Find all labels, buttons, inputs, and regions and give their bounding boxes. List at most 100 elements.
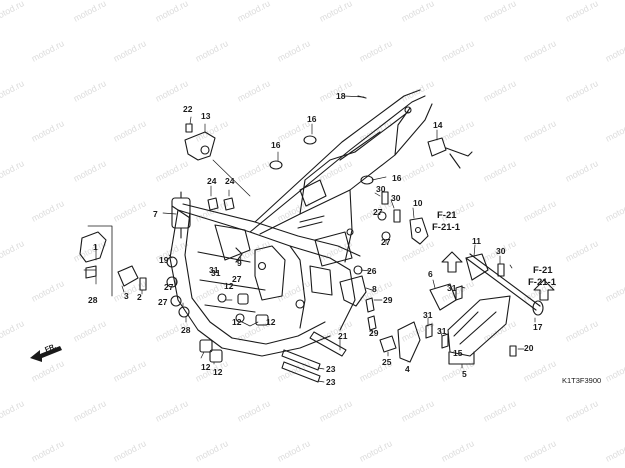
callout-31: 31 bbox=[209, 265, 219, 275]
callout-9: 9 bbox=[237, 258, 242, 268]
callout-7: 7 bbox=[153, 209, 158, 219]
callout-31: 31 bbox=[423, 310, 433, 320]
callout-12: 12 bbox=[232, 317, 242, 327]
callout-2: 2 bbox=[137, 292, 142, 302]
callout-30: 30 bbox=[496, 246, 506, 256]
callout-30: 30 bbox=[391, 193, 401, 203]
bolt-9 bbox=[235, 247, 243, 263]
callout-4: 4 bbox=[405, 364, 410, 374]
callout-16: 16 bbox=[392, 173, 402, 183]
callout-24: 24 bbox=[225, 176, 235, 186]
bracket-10 bbox=[409, 217, 429, 245]
cover-plate-15 bbox=[447, 295, 511, 357]
leader-lines bbox=[83, 95, 536, 383]
front-label: FR. bbox=[44, 343, 57, 354]
callout-16: 16 bbox=[271, 140, 281, 150]
bolt-23-b bbox=[281, 361, 321, 383]
ref-block-left-line2: F-21-1 bbox=[432, 222, 461, 233]
collar-28-b bbox=[178, 306, 190, 318]
callout-27: 27 bbox=[381, 237, 391, 247]
bolt-31-a bbox=[455, 285, 463, 301]
callout-27: 27 bbox=[164, 282, 174, 292]
callout-13: 13 bbox=[201, 111, 211, 121]
callout-8: 8 bbox=[372, 284, 377, 294]
bolt-29-a bbox=[365, 297, 375, 313]
diagram-code: K1T3F3900 bbox=[562, 376, 601, 385]
bolt-31-b bbox=[425, 323, 433, 339]
callout-12: 12 bbox=[266, 317, 276, 327]
bolt-23-a bbox=[281, 349, 321, 371]
front-arrow bbox=[30, 346, 62, 362]
callout-26: 26 bbox=[367, 266, 377, 276]
callout-28: 28 bbox=[88, 295, 98, 305]
callout-25: 25 bbox=[382, 357, 392, 367]
part-1-bracket bbox=[79, 231, 107, 263]
clip-24-b bbox=[223, 197, 235, 211]
bolt-30-a bbox=[381, 191, 389, 205]
callout-17: 17 bbox=[533, 322, 543, 332]
cap-25 bbox=[379, 335, 397, 353]
callout-28: 28 bbox=[181, 325, 191, 335]
clip-2 bbox=[117, 265, 139, 287]
callout-19: 19 bbox=[159, 255, 169, 265]
callout-3: 3 bbox=[124, 291, 129, 301]
bolt-30-b bbox=[393, 209, 401, 223]
clamp-part-14 bbox=[427, 137, 447, 157]
callout-22: 22 bbox=[183, 104, 193, 114]
callout-29: 29 bbox=[369, 328, 379, 338]
callout-29: 29 bbox=[383, 295, 393, 305]
callout-31: 31 bbox=[437, 326, 447, 336]
inset-bracket-frame bbox=[87, 225, 113, 297]
collar-28-a bbox=[166, 276, 178, 288]
callout-27: 27 bbox=[232, 274, 242, 284]
bolt-30-c bbox=[497, 263, 505, 277]
ref-block-left-line1: F-21 bbox=[437, 210, 457, 221]
grommet-27-c bbox=[377, 211, 387, 221]
bracket-8 bbox=[339, 275, 367, 307]
callout-23: 23 bbox=[326, 377, 336, 387]
callout-5: 5 bbox=[462, 369, 467, 379]
callout-16: 16 bbox=[307, 114, 317, 124]
callout-14: 14 bbox=[433, 120, 443, 130]
callout-27: 27 bbox=[158, 297, 168, 307]
collar-27-a bbox=[166, 256, 178, 268]
callout-21: 21 bbox=[338, 331, 348, 341]
ref-block-right-line2: F-21-1 bbox=[528, 277, 557, 288]
callout-10: 10 bbox=[413, 198, 423, 208]
callout-27: 27 bbox=[373, 207, 383, 217]
callout-15: 15 bbox=[453, 348, 463, 358]
bolt-19 bbox=[139, 277, 147, 291]
collar-12-d bbox=[237, 293, 249, 305]
callout-31: 31 bbox=[211, 268, 221, 278]
callout-12: 12 bbox=[213, 367, 223, 377]
bolt-22 bbox=[185, 123, 193, 133]
callout-20: 20 bbox=[524, 343, 534, 353]
callout-23: 23 bbox=[326, 364, 336, 374]
callout-30: 30 bbox=[376, 184, 386, 194]
callout-11: 11 bbox=[472, 236, 481, 246]
collar-12-a bbox=[199, 339, 213, 353]
ref-arrow-left bbox=[441, 251, 463, 273]
callout-1: 1 bbox=[93, 242, 98, 252]
rod-17 bbox=[465, 257, 537, 311]
callout-31: 31 bbox=[447, 283, 457, 293]
collar-12-b bbox=[209, 349, 223, 363]
grommet-16-b bbox=[269, 160, 283, 170]
callout-18: 18 bbox=[336, 91, 346, 101]
callout-24: 24 bbox=[207, 176, 217, 186]
collar-27-b bbox=[170, 295, 182, 307]
bracket-part-13 bbox=[184, 131, 216, 161]
callout-12: 12 bbox=[224, 281, 234, 291]
bracket-11 bbox=[465, 253, 489, 281]
ref-arrow-right bbox=[533, 279, 555, 301]
callout-12: 12 bbox=[201, 362, 211, 372]
callout-6: 6 bbox=[428, 269, 433, 279]
clip-24-a bbox=[207, 197, 219, 211]
bolt-31-c bbox=[441, 333, 449, 349]
bolt-20 bbox=[509, 345, 517, 357]
bracket-7 bbox=[171, 205, 191, 219]
ref-block-right-line1: F-21 bbox=[533, 265, 553, 276]
main-frame bbox=[169, 89, 433, 357]
